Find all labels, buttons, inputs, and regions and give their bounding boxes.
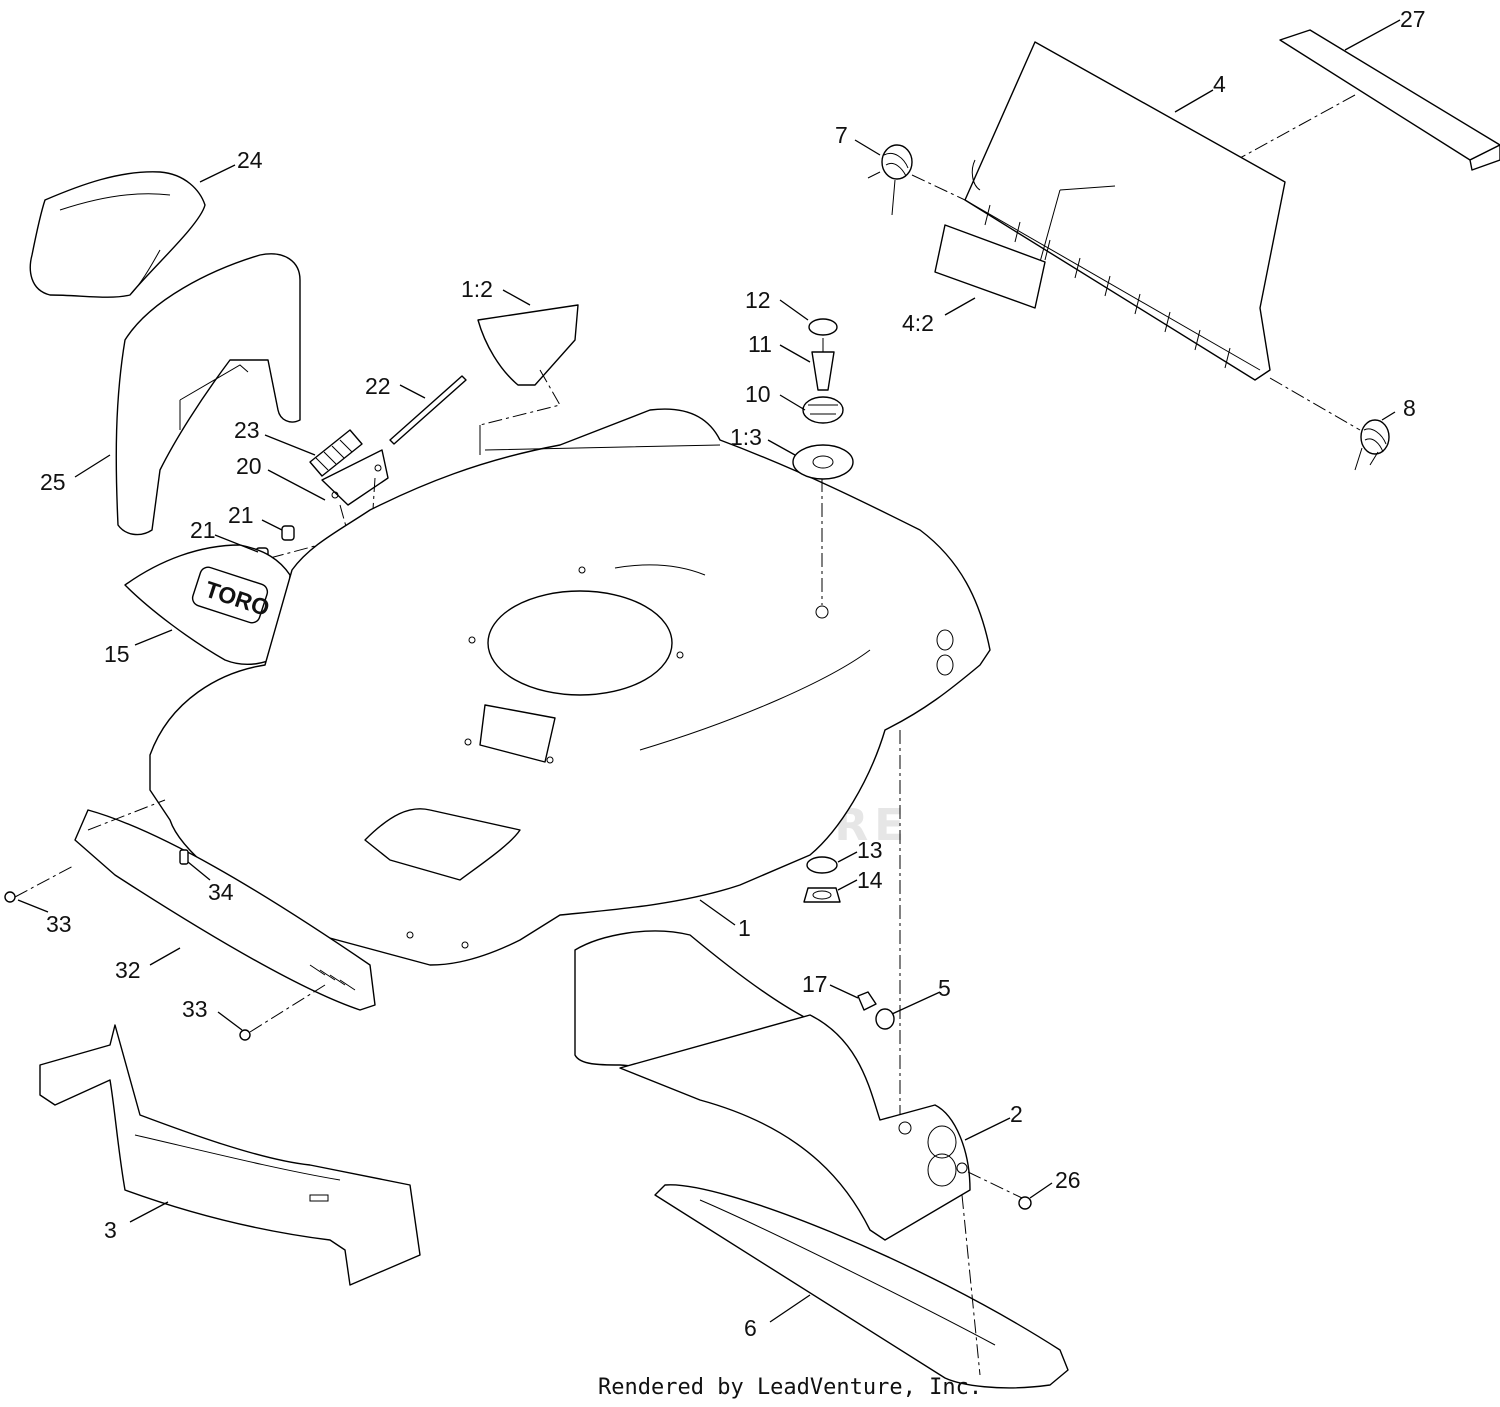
callout-7: 7 [835,122,848,148]
callout-33-lower: 33 [182,996,208,1022]
callout-17: 17 [802,971,828,997]
part-34-pin [179,849,189,865]
part-32-front-baffle [74,809,376,1011]
part-27-bar [1239,29,1500,171]
leader-lines [17,19,1401,1323]
callout-6: 6 [744,1315,757,1341]
callout-25: 25 [40,469,66,495]
part-7-spring [867,144,966,216]
callout-21-upper: 21 [228,502,254,528]
part-22-rod [389,375,467,445]
callout-1: 1 [738,915,751,941]
callout-14: 14 [857,867,883,893]
part-15-decal: TORO [124,544,291,786]
part-4-2-plate [934,224,1046,309]
callout-20: 20 [236,453,262,479]
part-2-side-discharge [574,930,1023,1241]
footer-credit: Rendered by LeadVenture, Inc. [598,1375,982,1400]
callout-3: 3 [104,1217,117,1243]
part-17-5-hardware [857,991,895,1030]
part-25-shield [115,253,301,536]
callout-8: 8 [1403,395,1416,421]
part-3-bracket [39,1024,421,1286]
callout-24: 24 [237,147,263,173]
callout-11: 11 [748,331,772,357]
part-23-spring [309,429,363,477]
callout-32: 32 [115,957,141,983]
callout-27: 27 [1400,6,1426,32]
callout-33-upper: 33 [46,911,72,937]
callout-4: 4 [1213,71,1226,97]
part-1-mower-deck [149,408,991,1120]
callout-12: 12 [745,287,771,313]
callout-13: 13 [857,837,883,863]
callout-23: 23 [234,417,260,443]
callout-labels: 27 4 7 24 1:2 12 4:2 11 22 10 8 23 1:3 2… [40,6,1426,1341]
part-1-2-deflector [477,304,579,450]
part-33-screws [4,799,326,1041]
callout-5: 5 [938,975,951,1001]
part-13-14-washer-nut [803,856,841,903]
callout-1-3: 1:3 [730,424,762,450]
callout-26: 26 [1055,1167,1081,1193]
callout-1-2: 1:2 [461,276,493,302]
part-12-11-10-hardware [792,318,854,480]
part-4-rear-flap [964,41,1286,381]
part-20-bracket [321,449,389,549]
callout-22: 22 [365,373,391,399]
part-6-skirt [654,1184,1069,1389]
callout-21-lower: 21 [190,517,216,543]
part-24-cover [29,171,206,298]
callout-4-2: 4:2 [902,310,934,336]
callout-34: 34 [208,879,234,905]
callout-2: 2 [1010,1101,1023,1127]
part-26-screw [1018,1196,1032,1210]
part-8-spring [1269,377,1390,471]
callout-15: 15 [104,641,130,667]
callout-10: 10 [745,381,771,407]
